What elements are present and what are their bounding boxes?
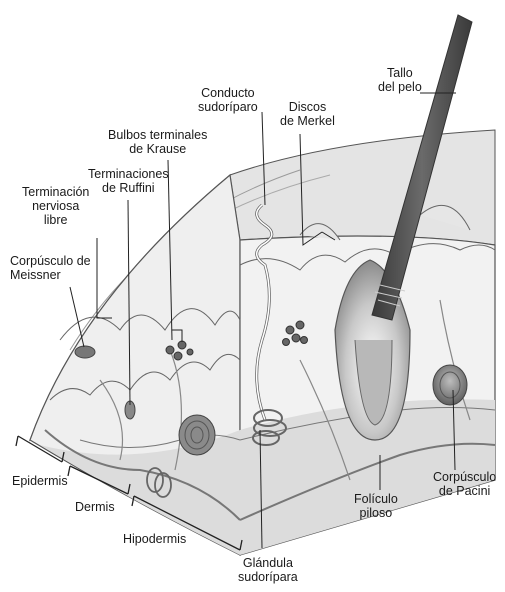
meissner-corpuscle bbox=[75, 346, 95, 358]
label-bulbos-de-krause: Bulbos terminales de Krause bbox=[108, 128, 207, 156]
label-foliculo-piloso: Folículo piloso bbox=[354, 492, 398, 520]
label-dermis: Dermis bbox=[75, 500, 115, 514]
label-corpusculo-de-pacini: Corpúsculo de Pacini bbox=[433, 470, 496, 498]
label-terminaciones-de-ruffini: Terminaciones de Ruffini bbox=[88, 167, 169, 195]
label-discos-de-merkel: Discos de Merkel bbox=[280, 100, 335, 128]
label-tallo-del-pelo: Tallo del pelo bbox=[378, 66, 422, 94]
pacini-corpuscle bbox=[433, 365, 467, 405]
label-conducto-sudoriparo: Conducto sudoríparo bbox=[198, 86, 258, 114]
label-terminacion-nerviosa-libre: Terminación nerviosa libre bbox=[22, 185, 89, 227]
label-glandula-sudoripara: Glándula sudorípara bbox=[238, 556, 298, 584]
label-hipodermis: Hipodermis bbox=[123, 532, 186, 546]
label-corpusculo-de-meissner: Corpúsculo de Meissner bbox=[10, 254, 91, 282]
label-epidermis: Epidermis bbox=[12, 474, 68, 488]
